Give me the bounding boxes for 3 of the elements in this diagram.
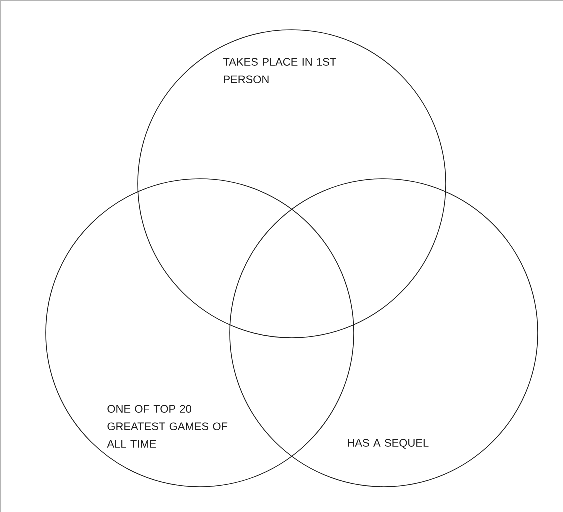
set-label: ONE OF TOP 20 GREATEST GAMES OF ALL TIME <box>107 405 228 448</box>
set-label: HAS A SEQUEL <box>348 439 429 449</box>
set-label: TAKES PLACE IN 1ST PERSON <box>223 58 336 84</box>
